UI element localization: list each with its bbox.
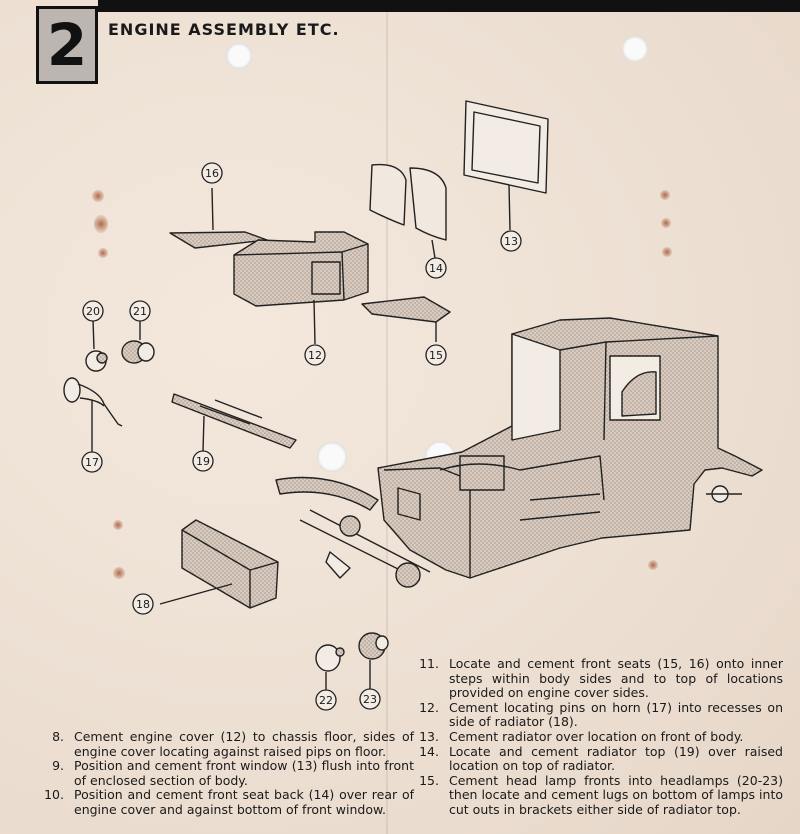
instruction-text: Cement head lamp fronts into headlamps (… bbox=[449, 772, 783, 817]
part-radiator-top bbox=[171, 393, 297, 452]
callout-18: 18 bbox=[136, 598, 150, 611]
callout-15: 15 bbox=[429, 349, 443, 362]
instruction-number: 12. bbox=[419, 699, 439, 715]
instruction-text: Position and cement front window (13) fl… bbox=[74, 758, 414, 788]
instruction-text: Cement engine cover (12) to chassis floo… bbox=[74, 729, 414, 759]
callout-numbers: 16 13 14 20 21 12 15 17 19 18 22 23 bbox=[85, 167, 518, 707]
instruction-number: 14. bbox=[419, 743, 439, 759]
instruction-number: 13. bbox=[419, 728, 439, 744]
punch-hole bbox=[622, 36, 648, 62]
page-fold bbox=[386, 0, 388, 834]
header-bar bbox=[98, 0, 800, 12]
callout-16: 16 bbox=[205, 167, 219, 180]
punch-hole bbox=[226, 43, 252, 69]
rust-stain bbox=[113, 520, 123, 530]
callout-22: 22 bbox=[319, 694, 333, 707]
part-headlamps-20-21 bbox=[85, 319, 155, 372]
part-front-seat-15 bbox=[361, 296, 451, 342]
instruction-text: Locate and cement front seats (15, 16) o… bbox=[449, 656, 783, 701]
instruction-text: Cement radiator over location on front o… bbox=[449, 728, 744, 744]
rust-stain bbox=[648, 560, 658, 570]
instructions-left-column: 8. Cement engine cover (12) to chassis fl… bbox=[30, 729, 414, 818]
part-headlamps-22-23 bbox=[315, 632, 389, 690]
rust-stain bbox=[660, 190, 670, 200]
punch-hole bbox=[317, 442, 347, 472]
part-engine-cover bbox=[233, 231, 369, 345]
instruction-item: 13. Cement radiator over location on fron… bbox=[405, 728, 783, 745]
rust-stain bbox=[661, 218, 671, 228]
instruction-item: 15. Cement head lamp fronts into headlamp… bbox=[405, 772, 783, 818]
step-number-box: 2 bbox=[36, 6, 98, 84]
instruction-number: 9. bbox=[52, 758, 64, 774]
instructions-right-column: 11. Locate and cement front seats (15, 16… bbox=[405, 656, 783, 818]
section-title: ENGINE ASSEMBLY ETC. bbox=[108, 20, 340, 39]
part-horn bbox=[63, 377, 123, 452]
instruction-number: 11. bbox=[419, 656, 439, 671]
instruction-number: 15. bbox=[419, 772, 439, 788]
instruction-number: 10. bbox=[44, 787, 64, 803]
callout-14: 14 bbox=[429, 262, 443, 275]
instruction-number: 8. bbox=[52, 729, 64, 744]
car-body bbox=[275, 317, 763, 588]
callout-17: 17 bbox=[85, 456, 99, 469]
instruction-text: Cement locating pins on horn (17) into r… bbox=[449, 699, 783, 730]
rust-stain bbox=[94, 215, 108, 233]
instruction-item: 14. Locate and cement radiator top (19) o… bbox=[405, 743, 783, 774]
instruction-text: Locate and cement radiator top (19) over… bbox=[449, 743, 783, 774]
rust-stain bbox=[92, 190, 104, 202]
callout-23: 23 bbox=[363, 693, 377, 706]
callout-21: 21 bbox=[133, 305, 147, 318]
part-seat-back bbox=[369, 163, 447, 259]
instruction-item: 10. Position and cement front seat back (… bbox=[30, 788, 414, 817]
part-radiator bbox=[159, 519, 279, 609]
callout-12: 12 bbox=[308, 349, 322, 362]
instruction-item: 11. Locate and cement front seats (15, 16… bbox=[405, 656, 783, 701]
callout-20: 20 bbox=[86, 305, 100, 318]
step-number: 2 bbox=[46, 11, 88, 79]
part-front-seat-16 bbox=[169, 187, 268, 249]
instruction-text: Position and cement front seat back (14)… bbox=[74, 787, 414, 817]
rust-stain bbox=[98, 248, 108, 258]
rust-stain bbox=[113, 567, 125, 579]
instruction-item: 12. Cement locating pins on horn (17) int… bbox=[405, 699, 783, 730]
callout-13: 13 bbox=[504, 235, 518, 248]
rust-stain bbox=[662, 247, 672, 257]
instruction-item: 8. Cement engine cover (12) to chassis fl… bbox=[30, 729, 414, 759]
callout-19: 19 bbox=[196, 455, 210, 468]
part-front-window bbox=[463, 100, 549, 231]
callout-labels bbox=[81, 162, 522, 711]
instruction-item: 9. Position and cement front window (13) … bbox=[30, 758, 414, 788]
